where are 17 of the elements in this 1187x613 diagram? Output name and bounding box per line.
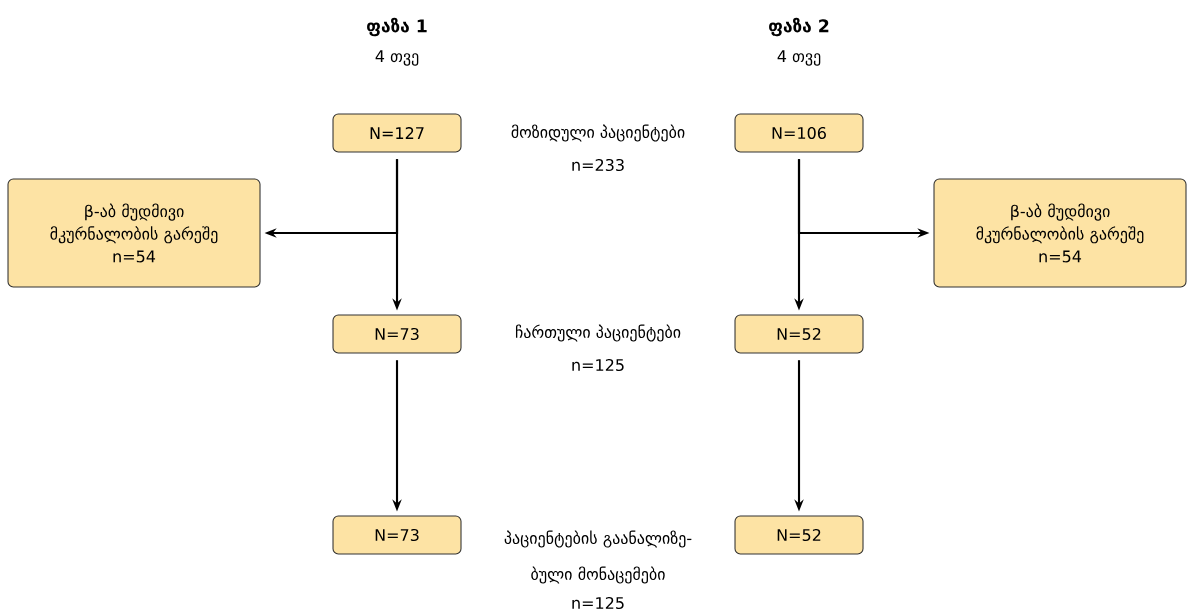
phase-heading: ფაზა 2 [769, 17, 829, 37]
count-box: N=127 [332, 113, 462, 153]
exclusion-box: β-აბ მუდმივი მკურნალობის გარეშე n=54 [7, 178, 261, 288]
count-box: N=73 [332, 515, 462, 555]
count-box: N=73 [332, 314, 462, 354]
note-text: n=125 [572, 596, 624, 610]
count-box: N=106 [734, 113, 864, 153]
note-text: n=233 [572, 158, 624, 172]
phase-heading: ფაზა 1 [367, 17, 427, 37]
note-text: 4 თვე [375, 50, 419, 66]
note-text: მოზიდული პაციენტები [511, 124, 685, 142]
count-box: N=52 [734, 314, 864, 354]
note-text: n=125 [572, 358, 624, 372]
note-text: ჩართული პაციენტები [516, 324, 681, 342]
note-text: 4 თვე [777, 50, 821, 66]
count-box: N=52 [734, 515, 864, 555]
exclusion-box: β-აბ მუდმივი მკურნალობის გარეშე n=54 [933, 178, 1187, 288]
